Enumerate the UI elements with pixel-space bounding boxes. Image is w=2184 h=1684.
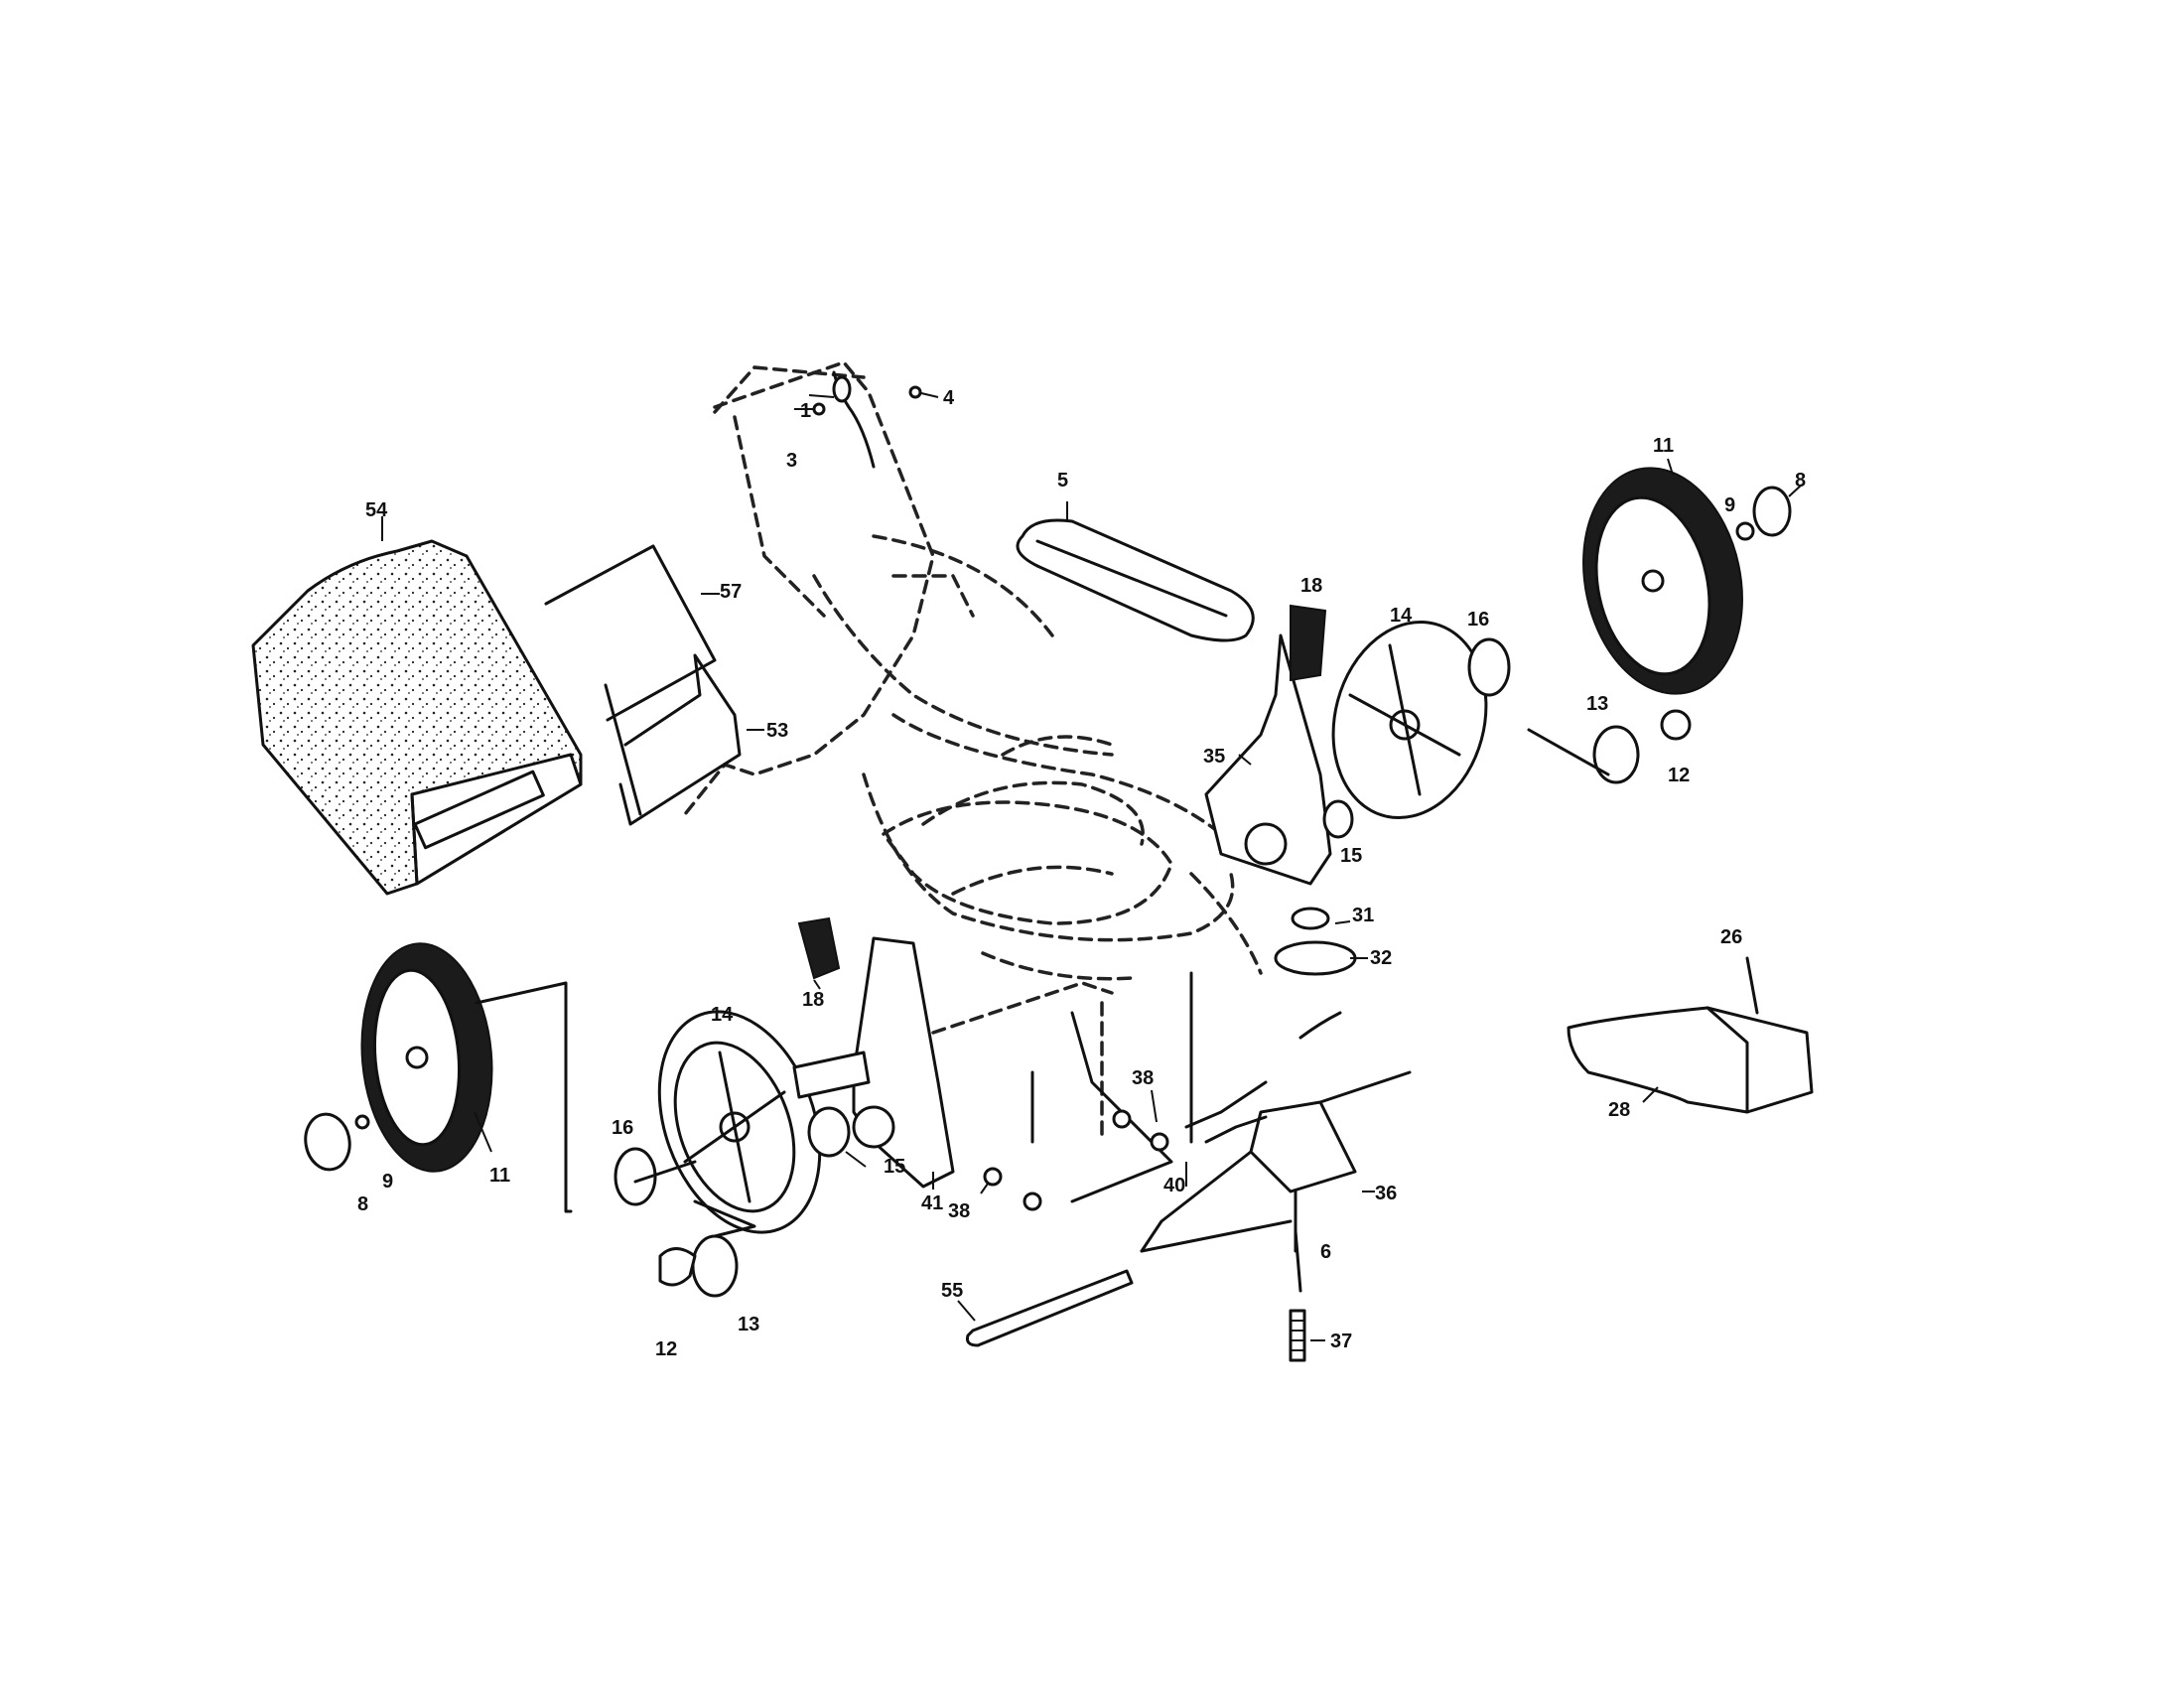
callout-18-right: 18 [1300, 575, 1322, 597]
callout-31: 31 [1352, 905, 1374, 926]
callout-54: 54 [365, 499, 388, 521]
callout-8-right: 8 [1795, 470, 1806, 491]
callout-labels: 1 3 4 5 54 57 53 18 14 16 11 9 8 13 12 3… [357, 387, 1806, 1360]
transmission-assembly [931, 971, 1412, 1362]
callout-32: 32 [1370, 947, 1392, 969]
callout-12-right: 12 [1668, 765, 1690, 786]
right-rear-wheel [1582, 458, 1743, 695]
axle-rod-55 [957, 1269, 1134, 1347]
callout-1: 1 [800, 400, 811, 422]
left-wheel-rim [657, 1010, 822, 1234]
callout-16-right: 16 [1467, 609, 1489, 631]
callout-53: 53 [766, 720, 788, 742]
nuts-38 [980, 1089, 1169, 1211]
callout-18-left: 18 [802, 989, 824, 1011]
left-gear [658, 1199, 756, 1298]
rear-baffle [1567, 956, 1814, 1114]
callout-4: 4 [943, 387, 955, 409]
right-washer [1467, 637, 1511, 697]
callout-13-right: 13 [1586, 693, 1608, 715]
callout-35: 35 [1203, 746, 1225, 768]
callout-15-left: 15 [884, 1156, 905, 1178]
bag-frame [544, 544, 764, 826]
callout-14-left: 14 [711, 1004, 734, 1026]
left-rear-wheel [360, 942, 573, 1213]
callout-11-left: 11 [489, 1165, 510, 1187]
right-height-adjuster [1204, 604, 1368, 976]
callout-9-right: 9 [1724, 494, 1735, 516]
mower-deck-outline [683, 359, 1263, 981]
callout-38-lower: 38 [948, 1200, 970, 1222]
right-wheel-rim [1331, 620, 1488, 820]
callout-16-left: 16 [612, 1117, 633, 1139]
right-hubcap [1735, 484, 1803, 541]
handle-control [794, 370, 939, 469]
drive-belt [1016, 501, 1255, 642]
callout-57: 57 [720, 581, 742, 603]
callout-40: 40 [1163, 1175, 1185, 1196]
callout-13-left: 13 [738, 1314, 759, 1335]
left-washer [614, 1147, 697, 1206]
callout-37: 37 [1330, 1331, 1352, 1352]
callout-6: 6 [1320, 1241, 1331, 1263]
right-gear [1527, 709, 1692, 784]
callout-11-right: 11 [1653, 435, 1674, 457]
callout-26: 26 [1720, 926, 1742, 948]
callout-41: 41 [921, 1193, 943, 1214]
callout-28: 28 [1608, 1099, 1630, 1121]
callout-12-left: 12 [655, 1338, 677, 1360]
left-height-adjuster [792, 916, 955, 1190]
grass-bag [251, 516, 583, 896]
left-hubcap [304, 1112, 370, 1172]
callout-9-left: 9 [382, 1171, 393, 1193]
callout-15-right: 15 [1340, 845, 1362, 867]
callout-55: 55 [941, 1280, 963, 1302]
callout-5: 5 [1057, 470, 1068, 491]
callout-8-left: 8 [357, 1193, 368, 1215]
callout-3: 3 [786, 450, 797, 472]
callout-38-upper: 38 [1132, 1067, 1154, 1089]
callout-14-right: 14 [1390, 605, 1413, 627]
callout-36: 36 [1375, 1183, 1397, 1204]
